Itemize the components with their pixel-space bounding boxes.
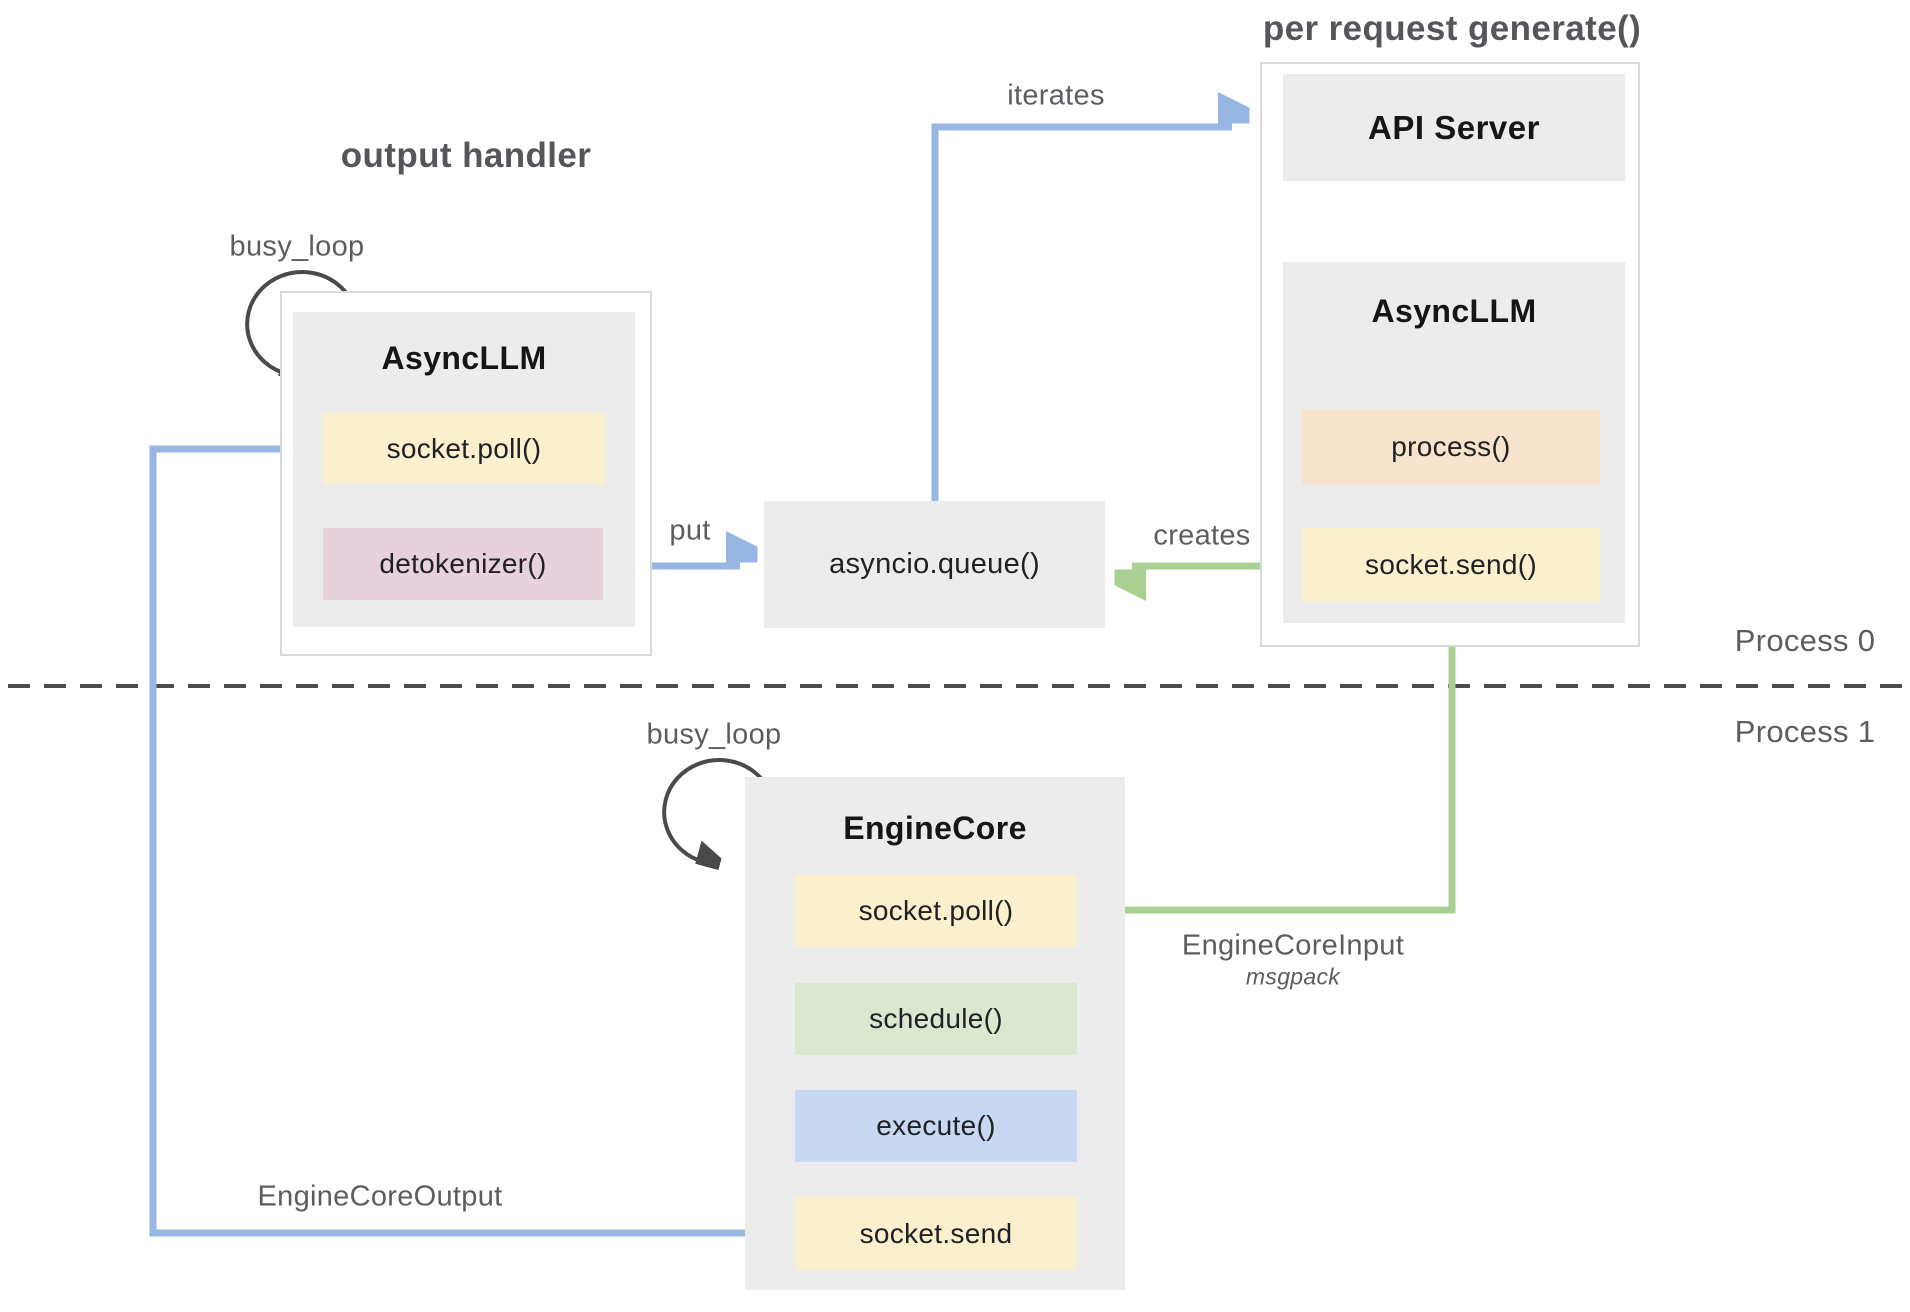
busy-loop-label-engine-core: busy_loop	[646, 718, 782, 751]
engine-core-output-label: EngineCoreOutput	[257, 1180, 503, 1213]
output-handler-detokenizer-box: detokenizer()	[323, 528, 603, 600]
engine-core-input-arrow	[1110, 602, 1456, 910]
busy-loop-label-output-handler: busy_loop	[229, 230, 365, 263]
iterates-arrow	[931, 127, 1232, 502]
output-handler-title: output handler	[340, 136, 592, 175]
request-asyncllm-title: AsyncLLM	[1371, 293, 1537, 329]
engine-core-socket-poll-box: socket.poll()	[795, 875, 1077, 947]
output-handler-asyncllm-title: AsyncLLM	[381, 340, 547, 376]
engine-core-title: EngineCore	[843, 810, 1027, 846]
engine-core-socket-send-box: socket.send	[795, 1197, 1077, 1270]
process-1-label: Process 1	[1734, 714, 1876, 749]
put-label: put	[669, 514, 711, 547]
iterates-label: iterates	[1007, 79, 1105, 112]
msgpack-label: msgpack	[1245, 963, 1341, 990]
api-server-box: API Server	[1283, 74, 1625, 181]
request-socket-send-box: socket.send()	[1302, 528, 1600, 602]
output-handler-socket-poll-box: socket.poll()	[323, 413, 605, 484]
engine-core-execute-box: execute()	[795, 1090, 1077, 1162]
creates-label: creates	[1153, 519, 1251, 552]
per-request-generate-title: per request generate()	[1262, 9, 1642, 48]
engine-core-schedule-box: schedule()	[795, 983, 1077, 1055]
process-0-label: Process 0	[1734, 623, 1876, 658]
asyncio-queue-box: asyncio.queue()	[764, 501, 1105, 628]
request-process-box: process()	[1302, 410, 1600, 484]
engine-core-input-label: EngineCoreInput	[1181, 929, 1405, 962]
